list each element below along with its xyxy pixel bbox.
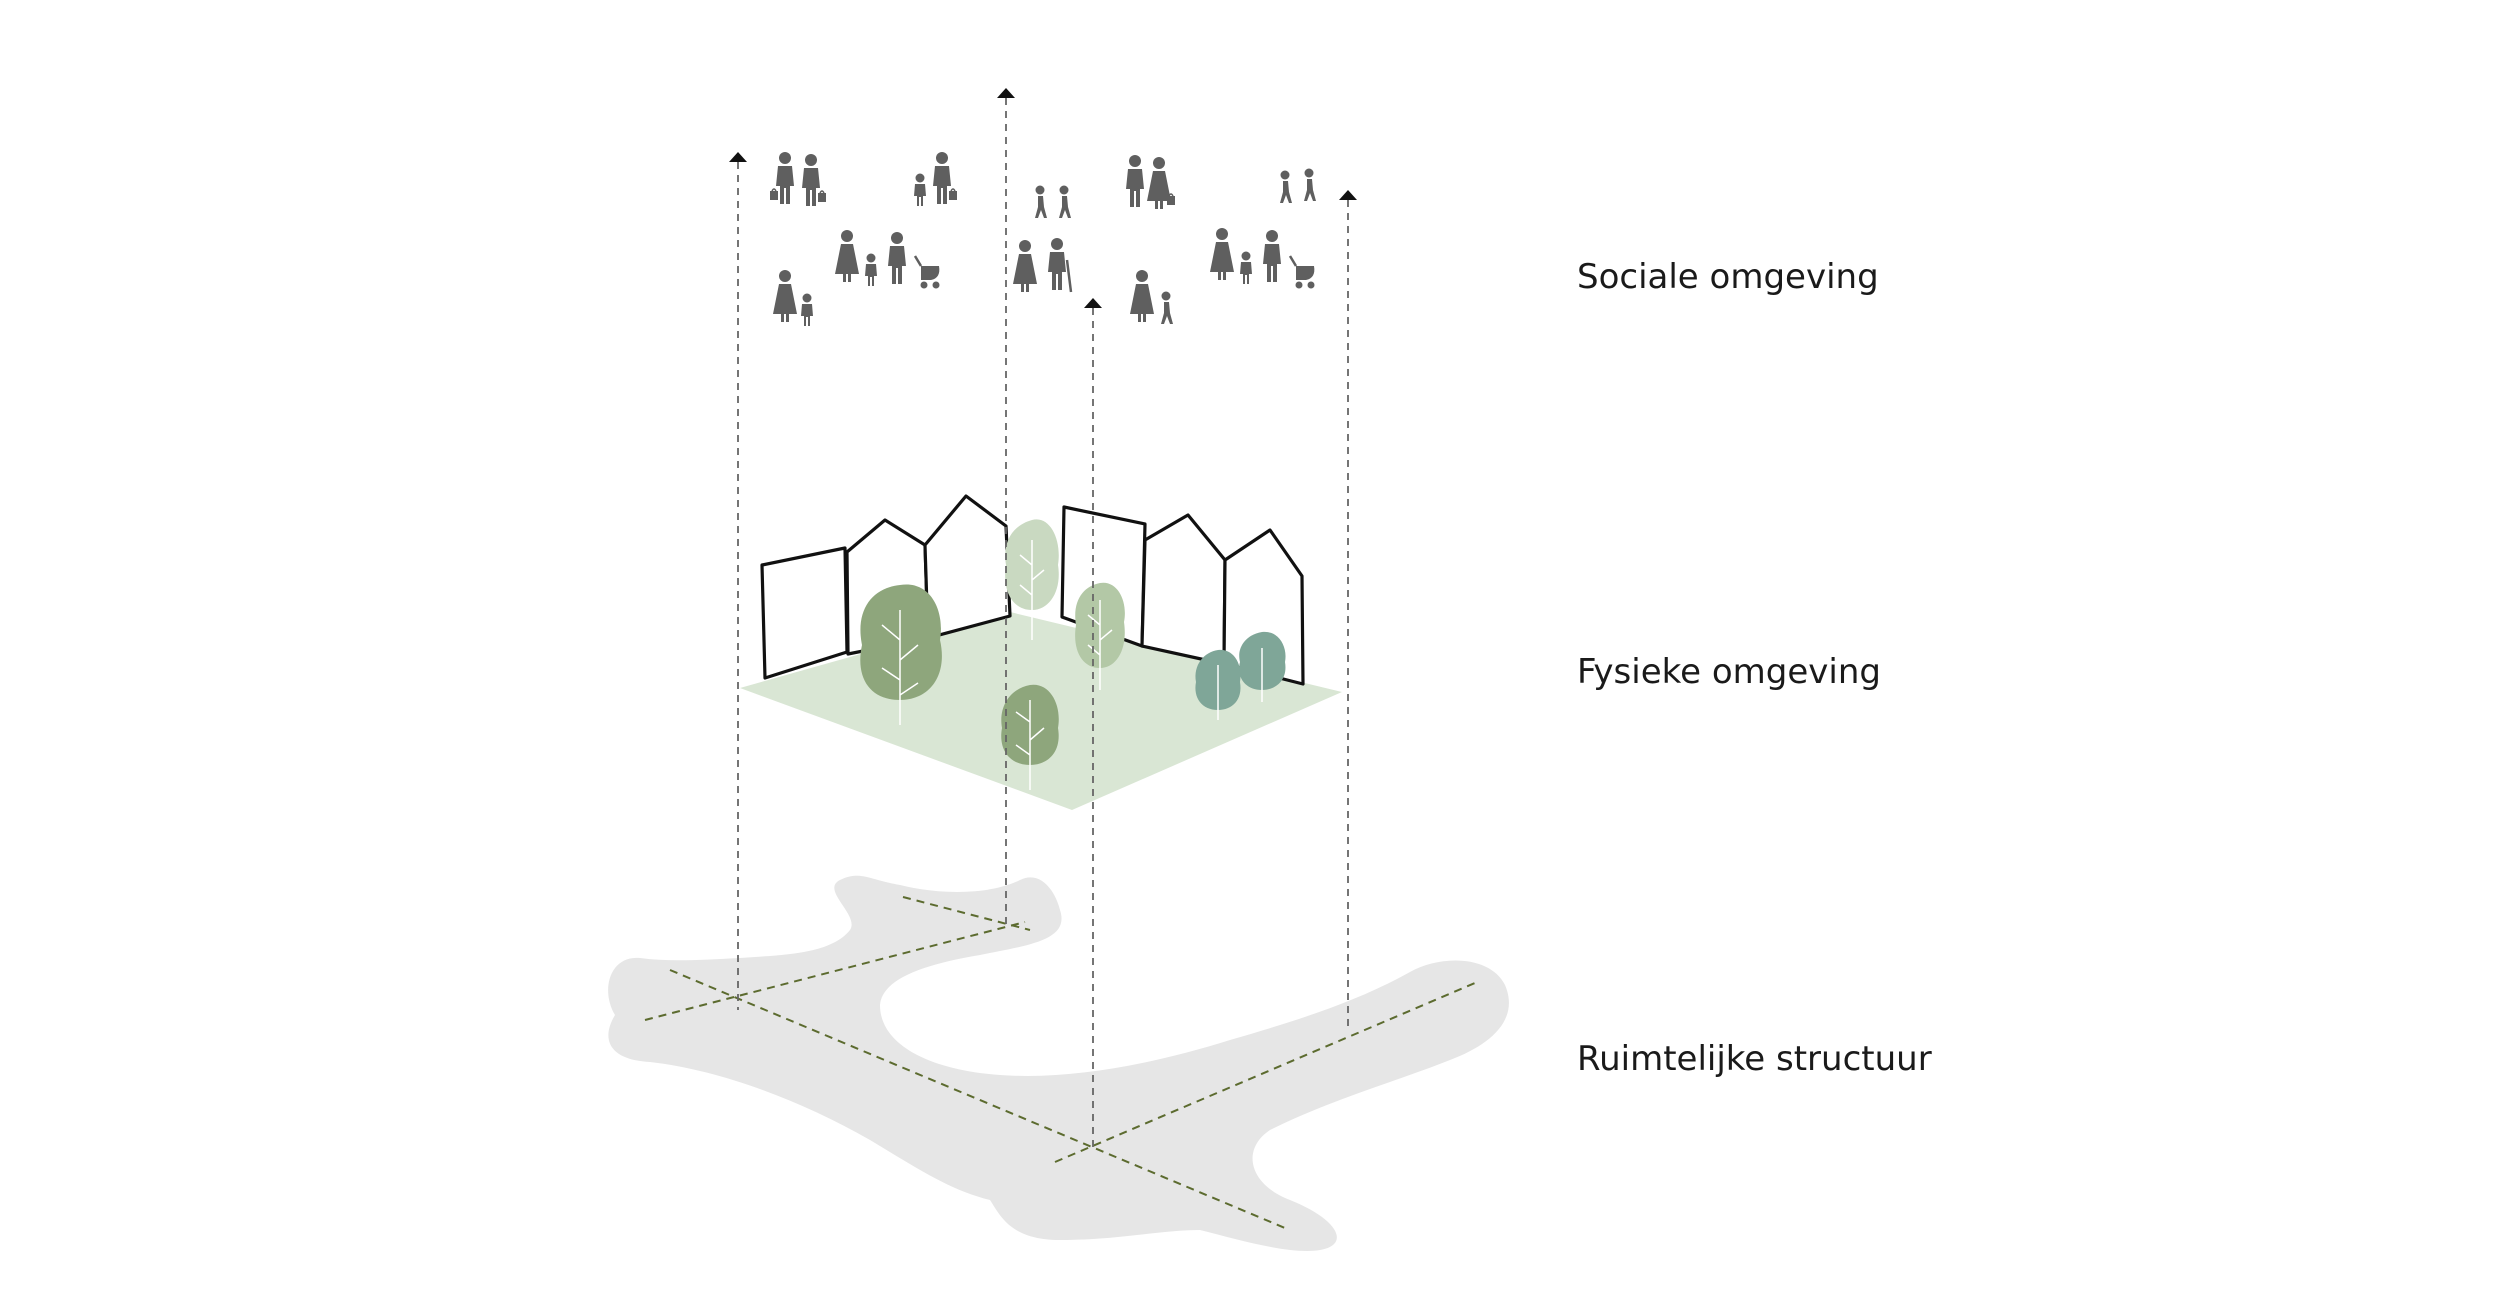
arrow-up-icon	[1084, 298, 1102, 308]
arrow-up-icon	[729, 152, 747, 162]
arrow-up-icon	[1339, 190, 1357, 200]
tree-icon	[1001, 684, 1059, 790]
house-icon	[760, 546, 849, 680]
person-icon	[1130, 270, 1154, 322]
house-icon	[1140, 513, 1227, 666]
tree-icon	[1195, 649, 1241, 720]
tree-icon	[860, 584, 942, 725]
child-icon	[801, 293, 813, 326]
house-row-left	[760, 494, 1012, 680]
vertical-connectors	[737, 98, 1349, 1150]
social-environment-layer	[769, 152, 1316, 326]
connector-arrowheads	[729, 88, 1357, 308]
spatial-axes	[644, 896, 1476, 1229]
person-group	[1210, 228, 1316, 290]
stroller-icon	[913, 254, 941, 290]
person-group	[1126, 155, 1176, 209]
spatial-blob	[608, 875, 1509, 1251]
stroller-icon	[1288, 254, 1316, 290]
person-group	[835, 230, 941, 290]
child-icon	[1161, 291, 1173, 324]
person-icon	[933, 152, 951, 204]
person-icon	[888, 232, 906, 284]
spatial-structure-layer	[608, 875, 1509, 1251]
child-icon	[1035, 185, 1047, 218]
child-icon	[1280, 170, 1292, 203]
arrow-up-icon	[997, 88, 1015, 98]
person-group	[1013, 238, 1073, 293]
person-group	[1280, 168, 1316, 203]
shopping-bag-icon	[948, 188, 958, 201]
person-icon	[1048, 238, 1066, 290]
child-icon	[1304, 168, 1316, 201]
person-icon	[1126, 155, 1144, 207]
tree-icon	[1005, 519, 1059, 640]
person-icon	[776, 152, 794, 204]
label-physical-environment: Fysieke omgeving	[1577, 652, 1881, 692]
shopping-bag-icon	[769, 188, 779, 201]
child-icon	[865, 253, 877, 286]
tree-icon	[1075, 582, 1125, 690]
person-icon	[802, 154, 820, 206]
physical-environment-layer	[740, 494, 1342, 810]
shopping-bag-icon	[817, 190, 827, 203]
person-group	[1035, 185, 1071, 218]
person-group	[1130, 270, 1173, 324]
person-icon	[1013, 240, 1037, 292]
person-icon	[773, 270, 797, 322]
child-icon	[1240, 251, 1252, 284]
child-icon	[1059, 185, 1071, 218]
person-group	[914, 152, 958, 206]
person-icon	[835, 230, 859, 282]
label-spatial-structure: Ruimtelijke structuur	[1577, 1039, 1932, 1079]
person-group	[769, 152, 827, 206]
tree-icon	[1239, 631, 1286, 702]
child-icon	[914, 173, 926, 206]
person-icon	[1263, 230, 1281, 282]
label-social-environment: Sociale omgeving	[1577, 257, 1879, 297]
person-group	[773, 270, 813, 326]
person-icon	[1210, 228, 1234, 280]
